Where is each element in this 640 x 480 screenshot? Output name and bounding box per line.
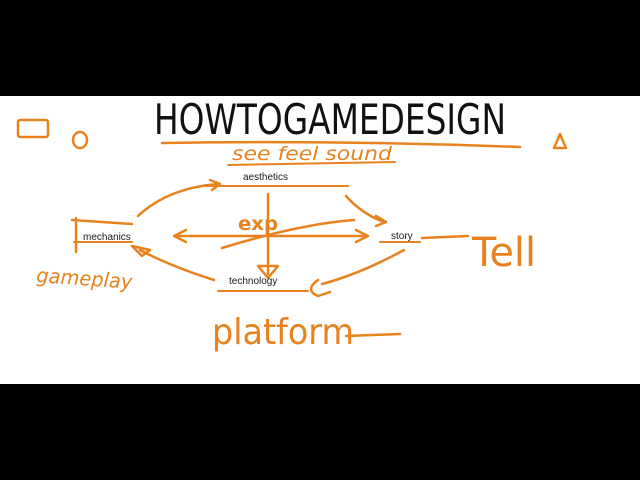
subtitle-handwriting: see feel sound [232,143,393,165]
arc-story-to-technology [320,248,406,286]
tell-handwriting: Tell [471,230,536,276]
arc-technology-to-mechanics [138,248,216,282]
triangle-doodle [552,132,568,150]
arrowhead-aesthetics [208,178,222,192]
platform-handwriting: platform [212,312,354,353]
arc-aesthetics-to-story [344,194,386,224]
arrowhead-story [374,214,388,228]
diagonal-cross-stroke [220,218,356,250]
node-technology: technology [229,276,278,287]
arrowhead-right [354,228,370,244]
arrowhead-technology-right [309,278,332,298]
arc-mechanics-to-aesthetics [136,182,220,218]
subtitle-underline [227,161,396,166]
square-doodle [16,118,50,139]
title-underline [160,140,522,149]
whiteboard-canvas: HOWTOGAMEDESIGN see feel sound [0,96,640,384]
arrowhead-mechanics [130,244,152,258]
arrowhead-down [256,264,280,280]
tell-connector [420,234,470,240]
node-aesthetics: aesthetics [243,172,289,183]
circle-doodle [71,130,89,150]
gameplay-handwriting: gameplay [36,263,135,294]
mechanics-bracket [70,216,134,254]
diagram-title: HOWTOGAMEDESIGN [154,96,506,144]
center-label-exp: exp [238,213,278,235]
node-mechanics: mechanics [83,232,131,243]
arrowhead-left [172,228,188,244]
ink-layer: HOWTOGAMEDESIGN see feel sound [16,96,568,353]
platform-tail-stroke [344,332,402,338]
node-story: story [391,231,413,242]
